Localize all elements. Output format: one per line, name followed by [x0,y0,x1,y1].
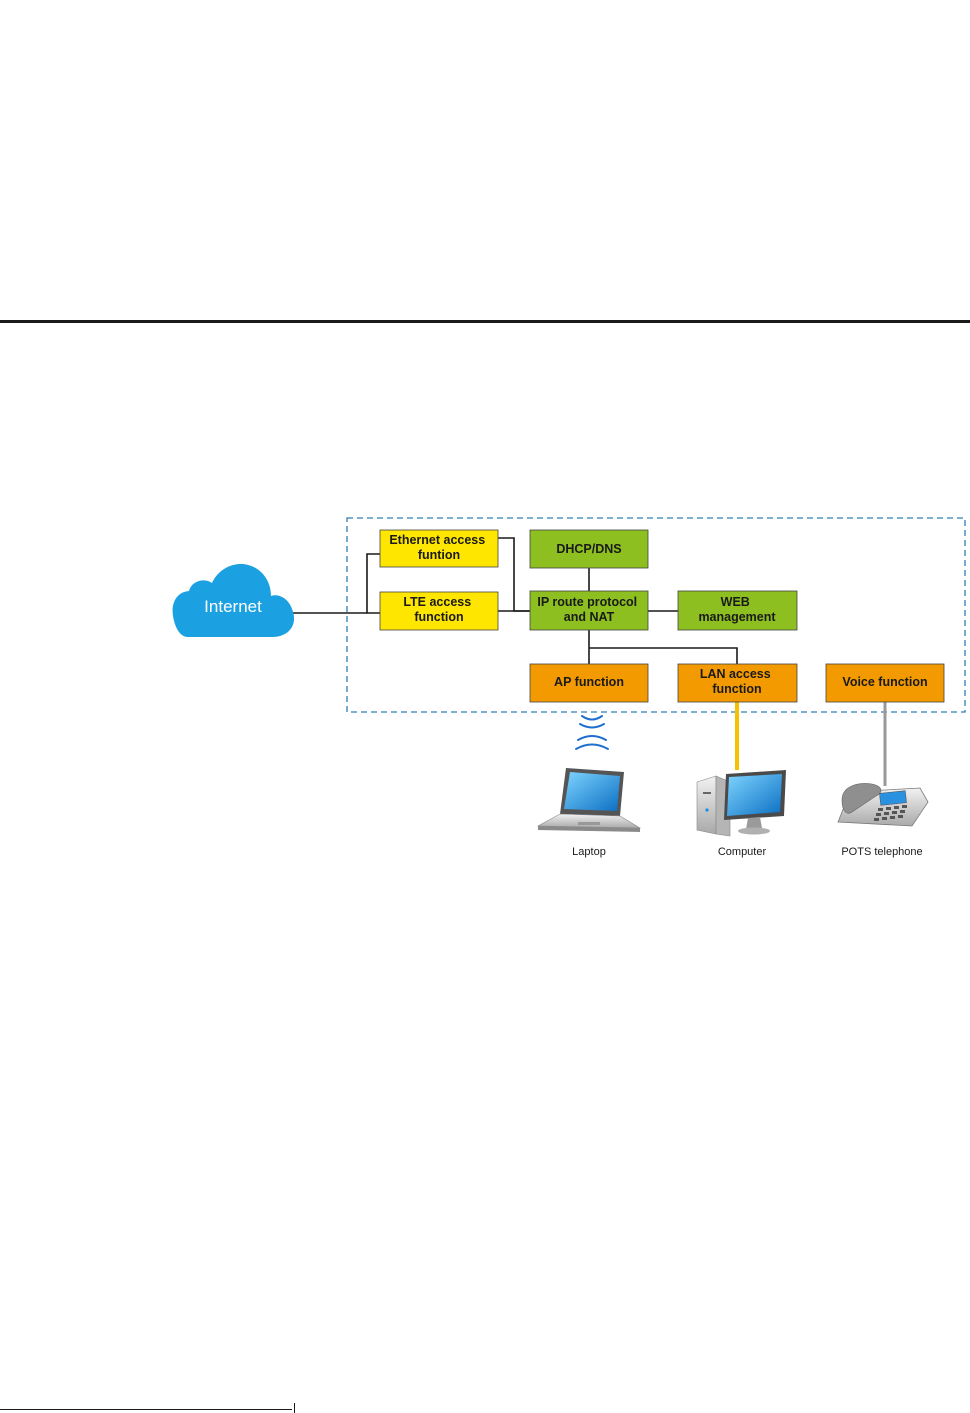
svg-text:IP route protocol and NA: IP route protocol and NAT [537,595,640,624]
dhcp-dns-box: DHCP/DNS [529,529,649,569]
voice-function-box: Voice function [825,663,945,703]
device-boundary [346,517,966,713]
web-management-line2: management [698,610,776,624]
web-management-line1: WEB [721,595,750,609]
lan-access-line2: function [712,682,761,696]
network-function-diagram: Internet Ethernet access funtion LTE acc… [172,517,966,858]
laptop-icon: Laptop [536,768,642,858]
laptop-label: Laptop [572,846,606,858]
dhcp-dns-label: DHCP/DNS [556,542,621,556]
internet-label: Internet [204,597,262,616]
svg-text:LAN access function: LAN access function [700,667,774,696]
pots-telephone-label: POTS telephone [841,846,922,858]
ethernet-access-box: Ethernet access funtion [379,529,499,568]
footer-rule [0,1409,292,1410]
ip-route-line2: and NAT [564,610,615,624]
web-management-box: WEB management [677,590,798,631]
ethernet-access-line1: Ethernet access [389,533,485,547]
svg-text:Ethernet access funtion: Ethernet access funtion [389,533,488,562]
svg-text:LTE access function: LTE access function [403,595,474,624]
lan-access-line1: LAN access [700,667,771,681]
wifi-signal-icon [575,715,609,750]
lte-access-box: LTE access function [379,591,499,631]
ap-function-box: AP function [529,663,649,703]
ethernet-access-line2: funtion [418,548,460,562]
telephone-icon: POTS telephone [837,783,929,858]
computer-icon: Computer [696,770,786,858]
internet-cloud: Internet [172,563,295,637]
lte-access-line2: function [414,610,463,624]
svg-text:WEB management: WEB management [698,595,776,624]
ip-route-line1: IP route protocol [537,595,637,609]
header-rule [0,320,970,323]
connector-lines [292,537,738,664]
ip-route-box: IP route protocol and NAT [529,590,649,631]
computer-label: Computer [718,846,767,858]
lan-access-box: LAN access function [677,663,798,703]
voice-function-label: Voice function [842,675,927,689]
ap-function-label: AP function [554,675,624,689]
footer-tick [294,1403,295,1413]
lte-access-line1: LTE access [403,595,471,609]
